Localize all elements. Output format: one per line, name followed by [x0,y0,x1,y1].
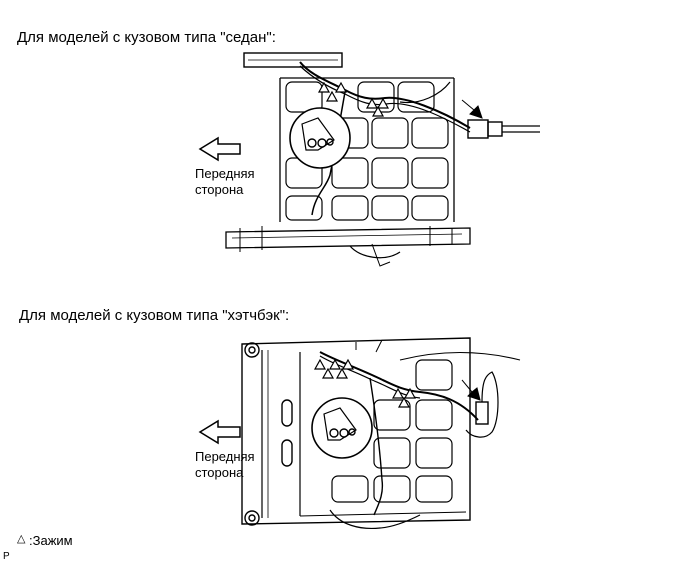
sedan-caption: Для моделей с кузовом типа "седан": [17,29,276,46]
front-label-top-line2: сторона [195,182,244,197]
legend-clip-symbol: △ [17,533,26,545]
connector-arrow-icon [461,99,483,119]
front-label-top-line1: Передняя [195,166,255,181]
front-label-bottom-line2: сторона [195,465,244,480]
front-label-bottom-line1: Передняя [195,449,255,464]
legend-clip-label: :Зажим [29,533,73,548]
clip-detail-magnifier [289,107,351,169]
corner-mark: P [3,551,10,562]
front-arrow-icon [198,136,241,162]
sedan-seat-diagram [198,52,540,267]
connector-arrow-icon-2 [461,379,481,401]
front-arrow-icon-2 [198,419,241,445]
hatchback-caption: Для моделей с кузовом типа "хэтчбэк": [19,307,290,324]
hatchback-seat-diagram [198,337,521,530]
clip-detail-magnifier-2 [311,397,373,459]
